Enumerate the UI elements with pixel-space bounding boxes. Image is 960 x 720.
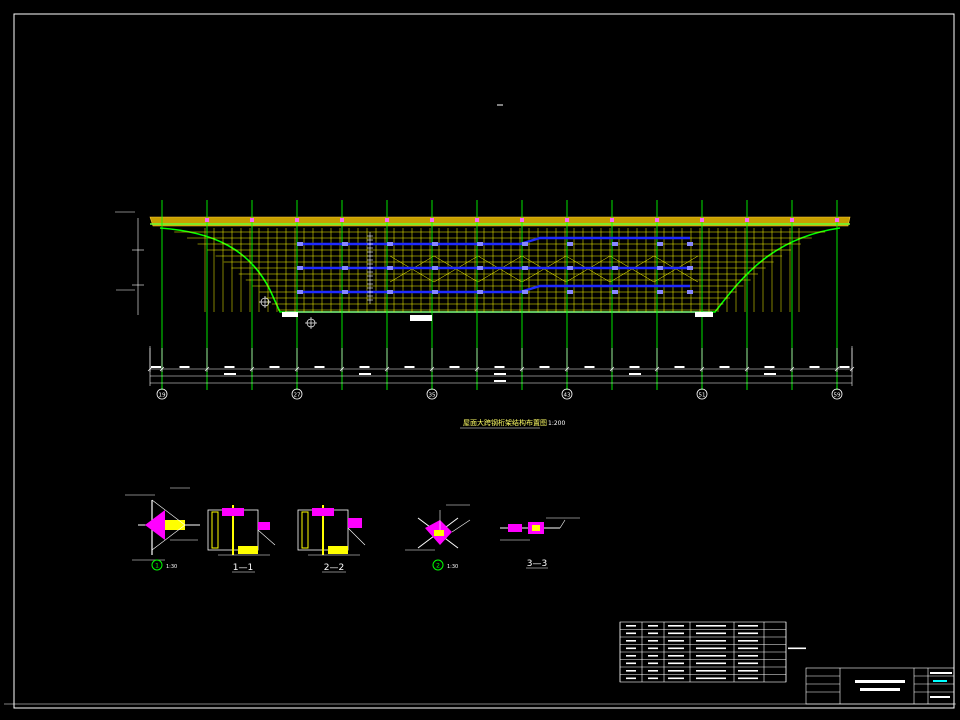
axis-bubble-label: 59 xyxy=(834,393,841,399)
section-1-1: 1—1 xyxy=(207,505,276,573)
section-2-2: 2—2 xyxy=(297,505,366,573)
material-table xyxy=(619,621,806,683)
detail-2: 2 1:30 xyxy=(405,504,471,571)
roof-truss-elevation: 19 27 35 43 51 59 屋面大跨钢桁架结构布置图 1:200 xyxy=(115,104,855,429)
dimension-lines xyxy=(149,346,853,386)
axis-bubble-label: 27 xyxy=(294,393,301,399)
drawing-title-scale: 1:200 xyxy=(548,420,565,427)
title-block xyxy=(805,667,955,705)
drawing-frame xyxy=(4,13,956,709)
axis-bubbles: 19 27 35 43 51 59 xyxy=(156,386,843,400)
section-2-2-label: 2—2 xyxy=(324,563,344,573)
tick-column xyxy=(367,232,373,304)
primary-beams xyxy=(300,236,690,294)
detail-2-scale: 1:30 xyxy=(447,564,458,570)
left-elevation-annotations xyxy=(115,211,144,315)
section-1-1-label: 1—1 xyxy=(233,563,253,573)
section-3-3: 3—3 xyxy=(500,517,580,569)
connection-marks xyxy=(205,218,839,294)
section-callouts xyxy=(259,296,713,329)
axis-bubble-label: 51 xyxy=(699,393,706,399)
dimension-ticks xyxy=(147,348,855,372)
axis-bubble-label: 43 xyxy=(564,393,571,399)
details-row: 1 1:30 1—1 2—2 xyxy=(125,487,580,573)
section-3-3-label: 3—3 xyxy=(527,559,547,569)
detail-2-label: 2 xyxy=(436,563,440,570)
detail-1-label: 1 xyxy=(155,563,159,570)
roof-member-grid xyxy=(174,228,826,312)
detail-1: 1 1:30 xyxy=(125,487,200,571)
axis-bubble-label: 35 xyxy=(429,393,436,399)
detail-1-scale: 1:30 xyxy=(166,564,177,570)
drawing-title: 屋面大跨钢桁架结构布置图 xyxy=(463,418,547,427)
axis-bubble-label: 19 xyxy=(159,393,166,399)
dimension-text xyxy=(151,366,850,382)
